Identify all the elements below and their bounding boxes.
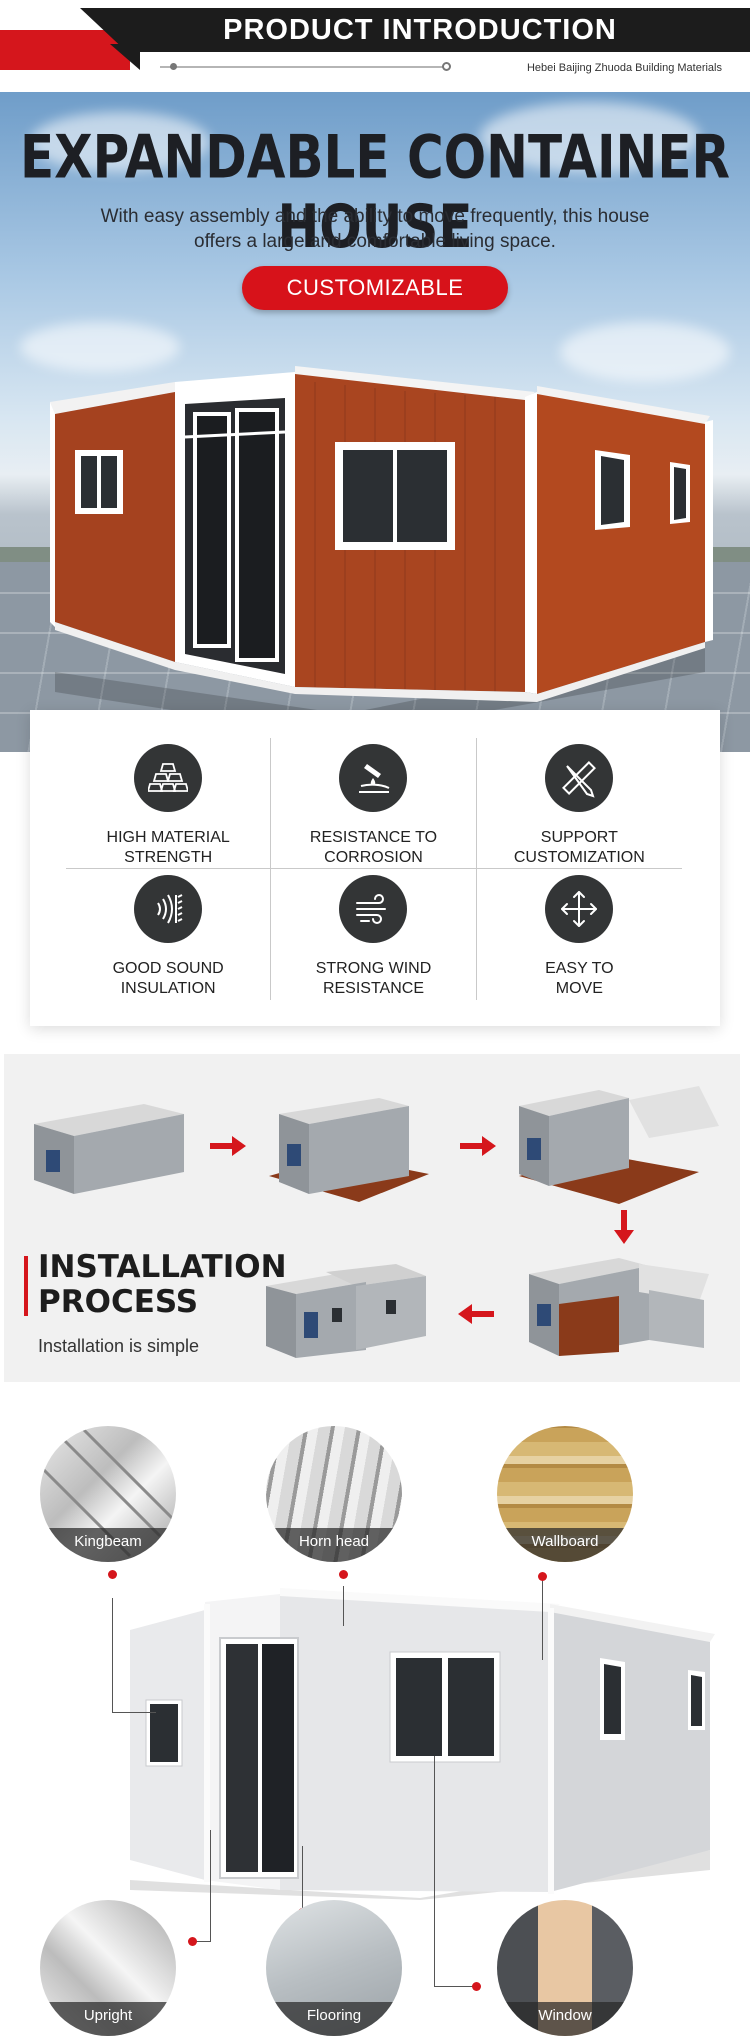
arrow-left-icon <box>458 1304 494 1324</box>
connector-line <box>112 1712 156 1713</box>
feature-label: GOOD SOUND INSULATION <box>112 960 224 997</box>
component-label: Window <box>497 2002 633 2036</box>
connector-line <box>210 1830 211 1942</box>
feature-item: EASY TO MOVE <box>477 869 682 1000</box>
callout-pin <box>188 1937 197 1946</box>
callout-pin <box>472 1982 481 1991</box>
house-illustration <box>50 366 713 737</box>
components-section: Kingbeam Horn head Wallboard Upright Flo… <box>0 1400 750 2038</box>
hero-subtitle: With easy assembly and the ability to mo… <box>100 206 650 252</box>
callout-pin <box>108 1570 117 1579</box>
feature-label: SUPPORT CUSTOMIZATION <box>513 829 645 866</box>
sound-wave-icon <box>157 894 183 924</box>
connector-line <box>112 1598 113 1712</box>
hero-title: EXPANDABLE CONTAINER HOUSE <box>19 122 731 262</box>
component-flooring: Flooring <box>266 1900 402 2036</box>
feature-item: RESISTANCE TO CORROSION <box>271 738 477 869</box>
feature-item: SUPPORT CUSTOMIZATION <box>476 738 682 869</box>
installation-title: INSTALLATION PROCESS <box>38 1249 287 1320</box>
red-accent-shape <box>0 30 130 70</box>
install-step-2-image <box>269 1098 429 1202</box>
connector-line <box>343 1586 344 1626</box>
features-grid: HIGH MATERIAL STRENGTH RESISTANCE TO COR… <box>66 738 682 1000</box>
install-step-3-image <box>519 1086 719 1204</box>
connector-line <box>302 1846 303 1912</box>
cloud <box>480 102 700 172</box>
arrow-right-icon <box>210 1136 246 1156</box>
callout-pin <box>538 1572 547 1581</box>
component-window: Window <box>497 1900 633 2036</box>
customizable-button[interactable]: CUSTOMIZABLE <box>242 266 508 310</box>
component-label: Horn head <box>266 1528 402 1562</box>
install-step-5-image <box>266 1264 426 1358</box>
connector-line <box>434 1756 435 1986</box>
cloud <box>20 322 180 372</box>
feature-label: EASY TO MOVE <box>545 960 614 997</box>
component-upright: Upright <box>40 1900 176 2036</box>
feature-item: GOOD SOUND INSULATION <box>66 869 272 1000</box>
feature-label: RESISTANCE TO CORROSION <box>309 829 438 866</box>
arrow-right-icon <box>460 1136 496 1156</box>
features-card: HIGH MATERIAL STRENGTH RESISTANCE TO COR… <box>30 710 720 1026</box>
section-accent-bar <box>24 1256 28 1316</box>
gold-bars-icon <box>148 763 189 792</box>
component-label: Wallboard <box>497 1528 633 1562</box>
header-divider-line <box>160 66 450 68</box>
component-horn-head: Horn head <box>266 1426 402 1562</box>
hero-section: EXPANDABLE CONTAINER HOUSE With easy ass… <box>0 92 750 752</box>
component-label: Flooring <box>266 2002 402 2036</box>
white-container-house-image <box>130 1588 715 1900</box>
cloud <box>30 112 210 172</box>
installation-section: INSTALLATION PROCESS Installation is sim… <box>4 1054 740 1382</box>
move-arrows-icon <box>561 891 598 927</box>
component-label: Upright <box>40 2002 176 2036</box>
header-black-bar <box>80 8 750 52</box>
feature-label: STRONG WIND RESISTANCE <box>315 960 432 997</box>
installation-description: Installation is simple <box>38 1336 200 1356</box>
page-title: PRODUCT INTRODUCTION <box>223 14 617 46</box>
feature-item: HIGH MATERIAL STRENGTH <box>66 738 272 869</box>
feature-item: STRONG WIND RESISTANCE <box>271 869 477 1000</box>
wind-icon <box>356 894 387 924</box>
page-header: PRODUCT INTRODUCTION Hebei Baijing Zhuod… <box>0 0 750 92</box>
component-kingbeam: Kingbeam <box>40 1426 176 1562</box>
arrow-down-icon <box>614 1210 634 1244</box>
connector-line <box>192 1941 210 1942</box>
company-name: Hebei Baijing Zhuoda Building Materials <box>526 62 722 74</box>
header-dot-left <box>170 63 177 70</box>
cloud <box>560 322 730 382</box>
component-wallboard: Wallboard <box>497 1426 633 1562</box>
corrosion-drop-icon <box>359 764 390 793</box>
install-step-4-image <box>529 1258 709 1356</box>
connector-line <box>542 1576 543 1660</box>
header-dot-right <box>442 62 451 71</box>
callout-pin <box>339 1570 348 1579</box>
install-step-1-image <box>34 1104 184 1194</box>
pencil-ruler-icon <box>562 761 597 798</box>
connector-line <box>434 1986 474 1987</box>
component-label: Kingbeam <box>40 1528 176 1562</box>
container-house-image <box>45 342 715 737</box>
feature-label: HIGH MATERIAL STRENGTH <box>106 829 230 866</box>
